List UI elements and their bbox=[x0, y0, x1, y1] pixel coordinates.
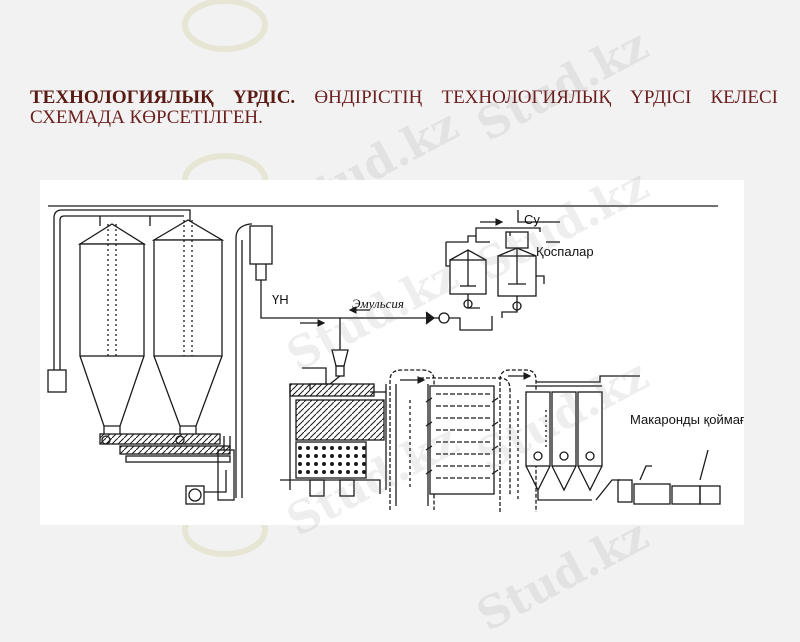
water-additive-pipes bbox=[475, 210, 560, 243]
pre-dryer bbox=[389, 369, 435, 510]
watermark-logo-icon bbox=[182, 0, 268, 52]
flour-line bbox=[260, 306, 341, 350]
process-diagram-svg: ҮН Эмульсия Су Қоспалар bbox=[47, 205, 744, 512]
emulsion-tank-1 bbox=[445, 235, 490, 309]
process-diagram: ҮН Эмульсия Су Қоспалар bbox=[40, 180, 744, 525]
transfer-conveyor bbox=[499, 369, 537, 512]
pasta-press bbox=[280, 367, 387, 497]
emulsion-line bbox=[340, 306, 493, 331]
emulsion-tank-2 bbox=[497, 231, 545, 318]
slide-title-bold: ТЕХНОЛОГИЯЛЫҚ ҮРДІС. bbox=[30, 87, 296, 108]
pneumatic-blower bbox=[185, 436, 235, 505]
watermark-text: Stud.kz bbox=[468, 509, 657, 642]
label-emulsion: Эмульсия bbox=[352, 296, 404, 311]
slide-title-text: ӨНДІРІСТІҢ ТЕХНОЛОГИЯЛЫҚ ҮРДІСІ КЕЛЕСІ С… bbox=[30, 87, 778, 128]
flour-silo-1 bbox=[77, 223, 147, 434]
label-water: Су bbox=[524, 212, 540, 227]
stabilizer-bins bbox=[525, 375, 640, 501]
label-flour: ҮН bbox=[272, 292, 289, 307]
label-pasta-storage: Макаронды қоймаға bbox=[630, 412, 744, 427]
label-additives: Қоспалар bbox=[536, 244, 594, 259]
main-dryer bbox=[420, 377, 511, 496]
slide-title: ТЕХНОЛОГИЯЛЫҚ ҮРДІС. ӨНДІРІСТІҢ ТЕХНОЛОГ… bbox=[30, 88, 778, 128]
screw-conveyor bbox=[99, 433, 231, 463]
packing-line bbox=[595, 449, 721, 505]
flour-riser-pipe bbox=[235, 223, 273, 498]
flour-silo-2 bbox=[151, 219, 225, 434]
watermark-text: Stud.kz bbox=[468, 19, 657, 152]
flour-feed-pipe bbox=[47, 209, 191, 393]
